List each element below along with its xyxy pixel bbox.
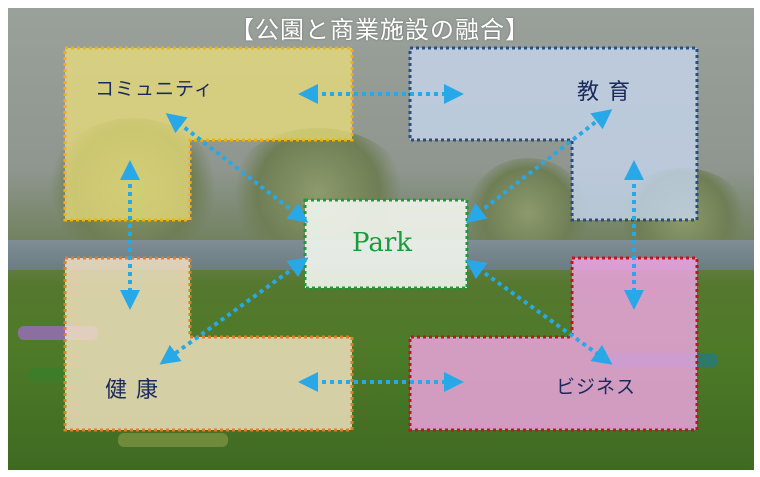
node-label-education: 教 育 [577, 80, 631, 105]
arrow-park-education [465, 109, 613, 223]
diagram-title: 【公園と商業施設の融合】 [230, 16, 530, 44]
arrow-park-business [465, 259, 613, 365]
node-label-park: Park [352, 228, 413, 258]
node-label-community: コミュニティ [95, 78, 214, 100]
yoga-mat [118, 433, 228, 447]
arrow-park-community [165, 113, 309, 223]
node-label-business: ビジネス [556, 376, 637, 398]
node-label-health: 健 康 [105, 378, 159, 403]
arrow-park-health [159, 257, 309, 365]
